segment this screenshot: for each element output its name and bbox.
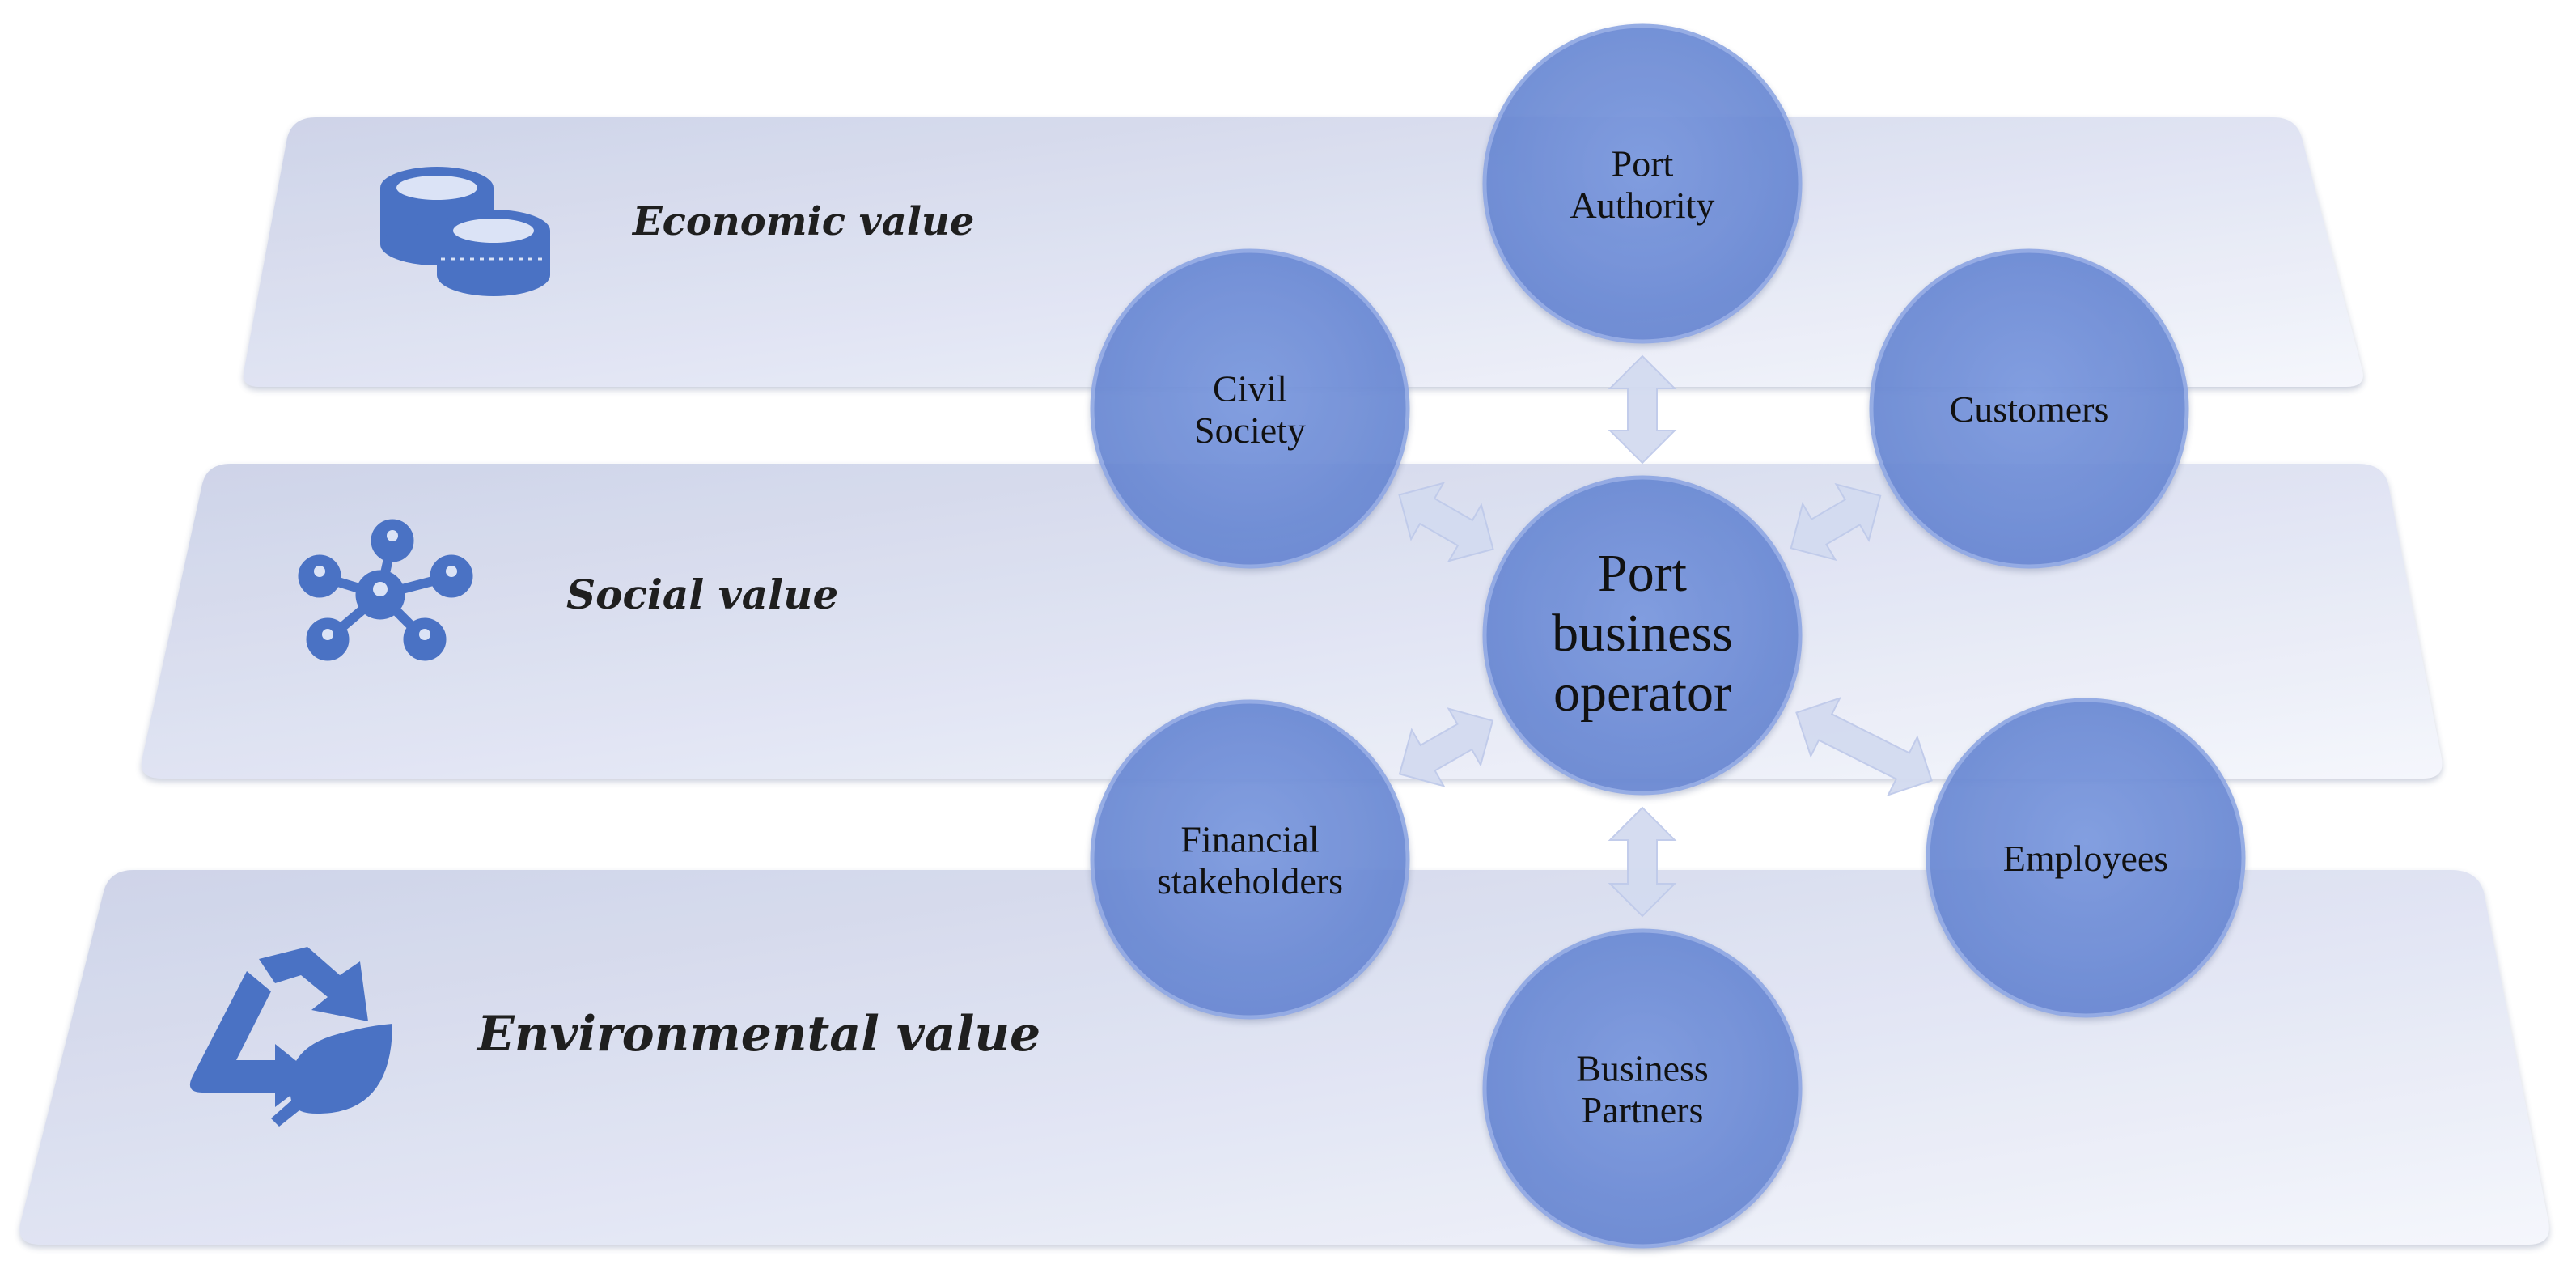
port-authority-circle	[1482, 23, 1803, 344]
band-economic	[243, 117, 2363, 387]
recycle-leaf-icon	[189, 947, 392, 1127]
band-label-environmental: Environmental value	[476, 1006, 1040, 1063]
arrow-business-partners	[1608, 806, 1677, 918]
arrow-port-authority	[1608, 354, 1677, 465]
network-icon	[298, 519, 473, 661]
civil-society-label-line-2: Society	[1194, 409, 1306, 451]
civil-society-circle	[1090, 248, 1410, 569]
band-social	[141, 464, 2443, 779]
business-partners-label-line-2: Partners	[1582, 1089, 1704, 1131]
port-business-operator-label-line-3: operator	[1553, 664, 1731, 723]
connector-arrows	[1398, 354, 1933, 918]
employees-circle	[1926, 698, 2246, 1018]
band-economic-shape	[243, 117, 2363, 387]
port-business-operator-circle	[1482, 475, 1803, 796]
port-authority-label-line-2: Authority	[1570, 185, 1715, 226]
arrow-employees	[1795, 696, 1933, 797]
financial-stakeholders-label-line-2: stakeholders	[1157, 860, 1343, 902]
customers-label-line-1: Customers	[1950, 388, 2109, 430]
employees-label-line-1: Employees	[2003, 838, 2168, 879]
port-authority-label-line-1: Port	[1612, 142, 1674, 184]
band-social-shape	[141, 464, 2443, 779]
port-business-operator-label-line-1: Port	[1598, 544, 1687, 603]
financial-stakeholders-label-line-1: Financial	[1180, 818, 1319, 859]
stakeholder-nodes: PortAuthorityCustomersEmployeesBusinessP…	[1090, 23, 2246, 1249]
band-label-economic: Economic value	[631, 199, 974, 244]
coins-icon	[380, 167, 550, 296]
civil-society-label-line-1: Civil	[1213, 367, 1287, 409]
arrow-civil-society	[1398, 482, 1494, 562]
arrow-customers	[1790, 482, 1882, 562]
port-business-operator-label-line-2: business	[1552, 604, 1733, 663]
arrow-financial-stakeholders	[1398, 707, 1494, 787]
financial-stakeholders-circle	[1090, 699, 1410, 1020]
business-partners-label-line-1: Business	[1576, 1047, 1709, 1088]
band-environmental	[19, 870, 2549, 1245]
customers-circle	[1869, 248, 2189, 569]
band-environmental-shape	[19, 870, 2549, 1245]
business-partners-circle	[1482, 928, 1803, 1249]
band-label-social: Social value	[566, 571, 838, 618]
